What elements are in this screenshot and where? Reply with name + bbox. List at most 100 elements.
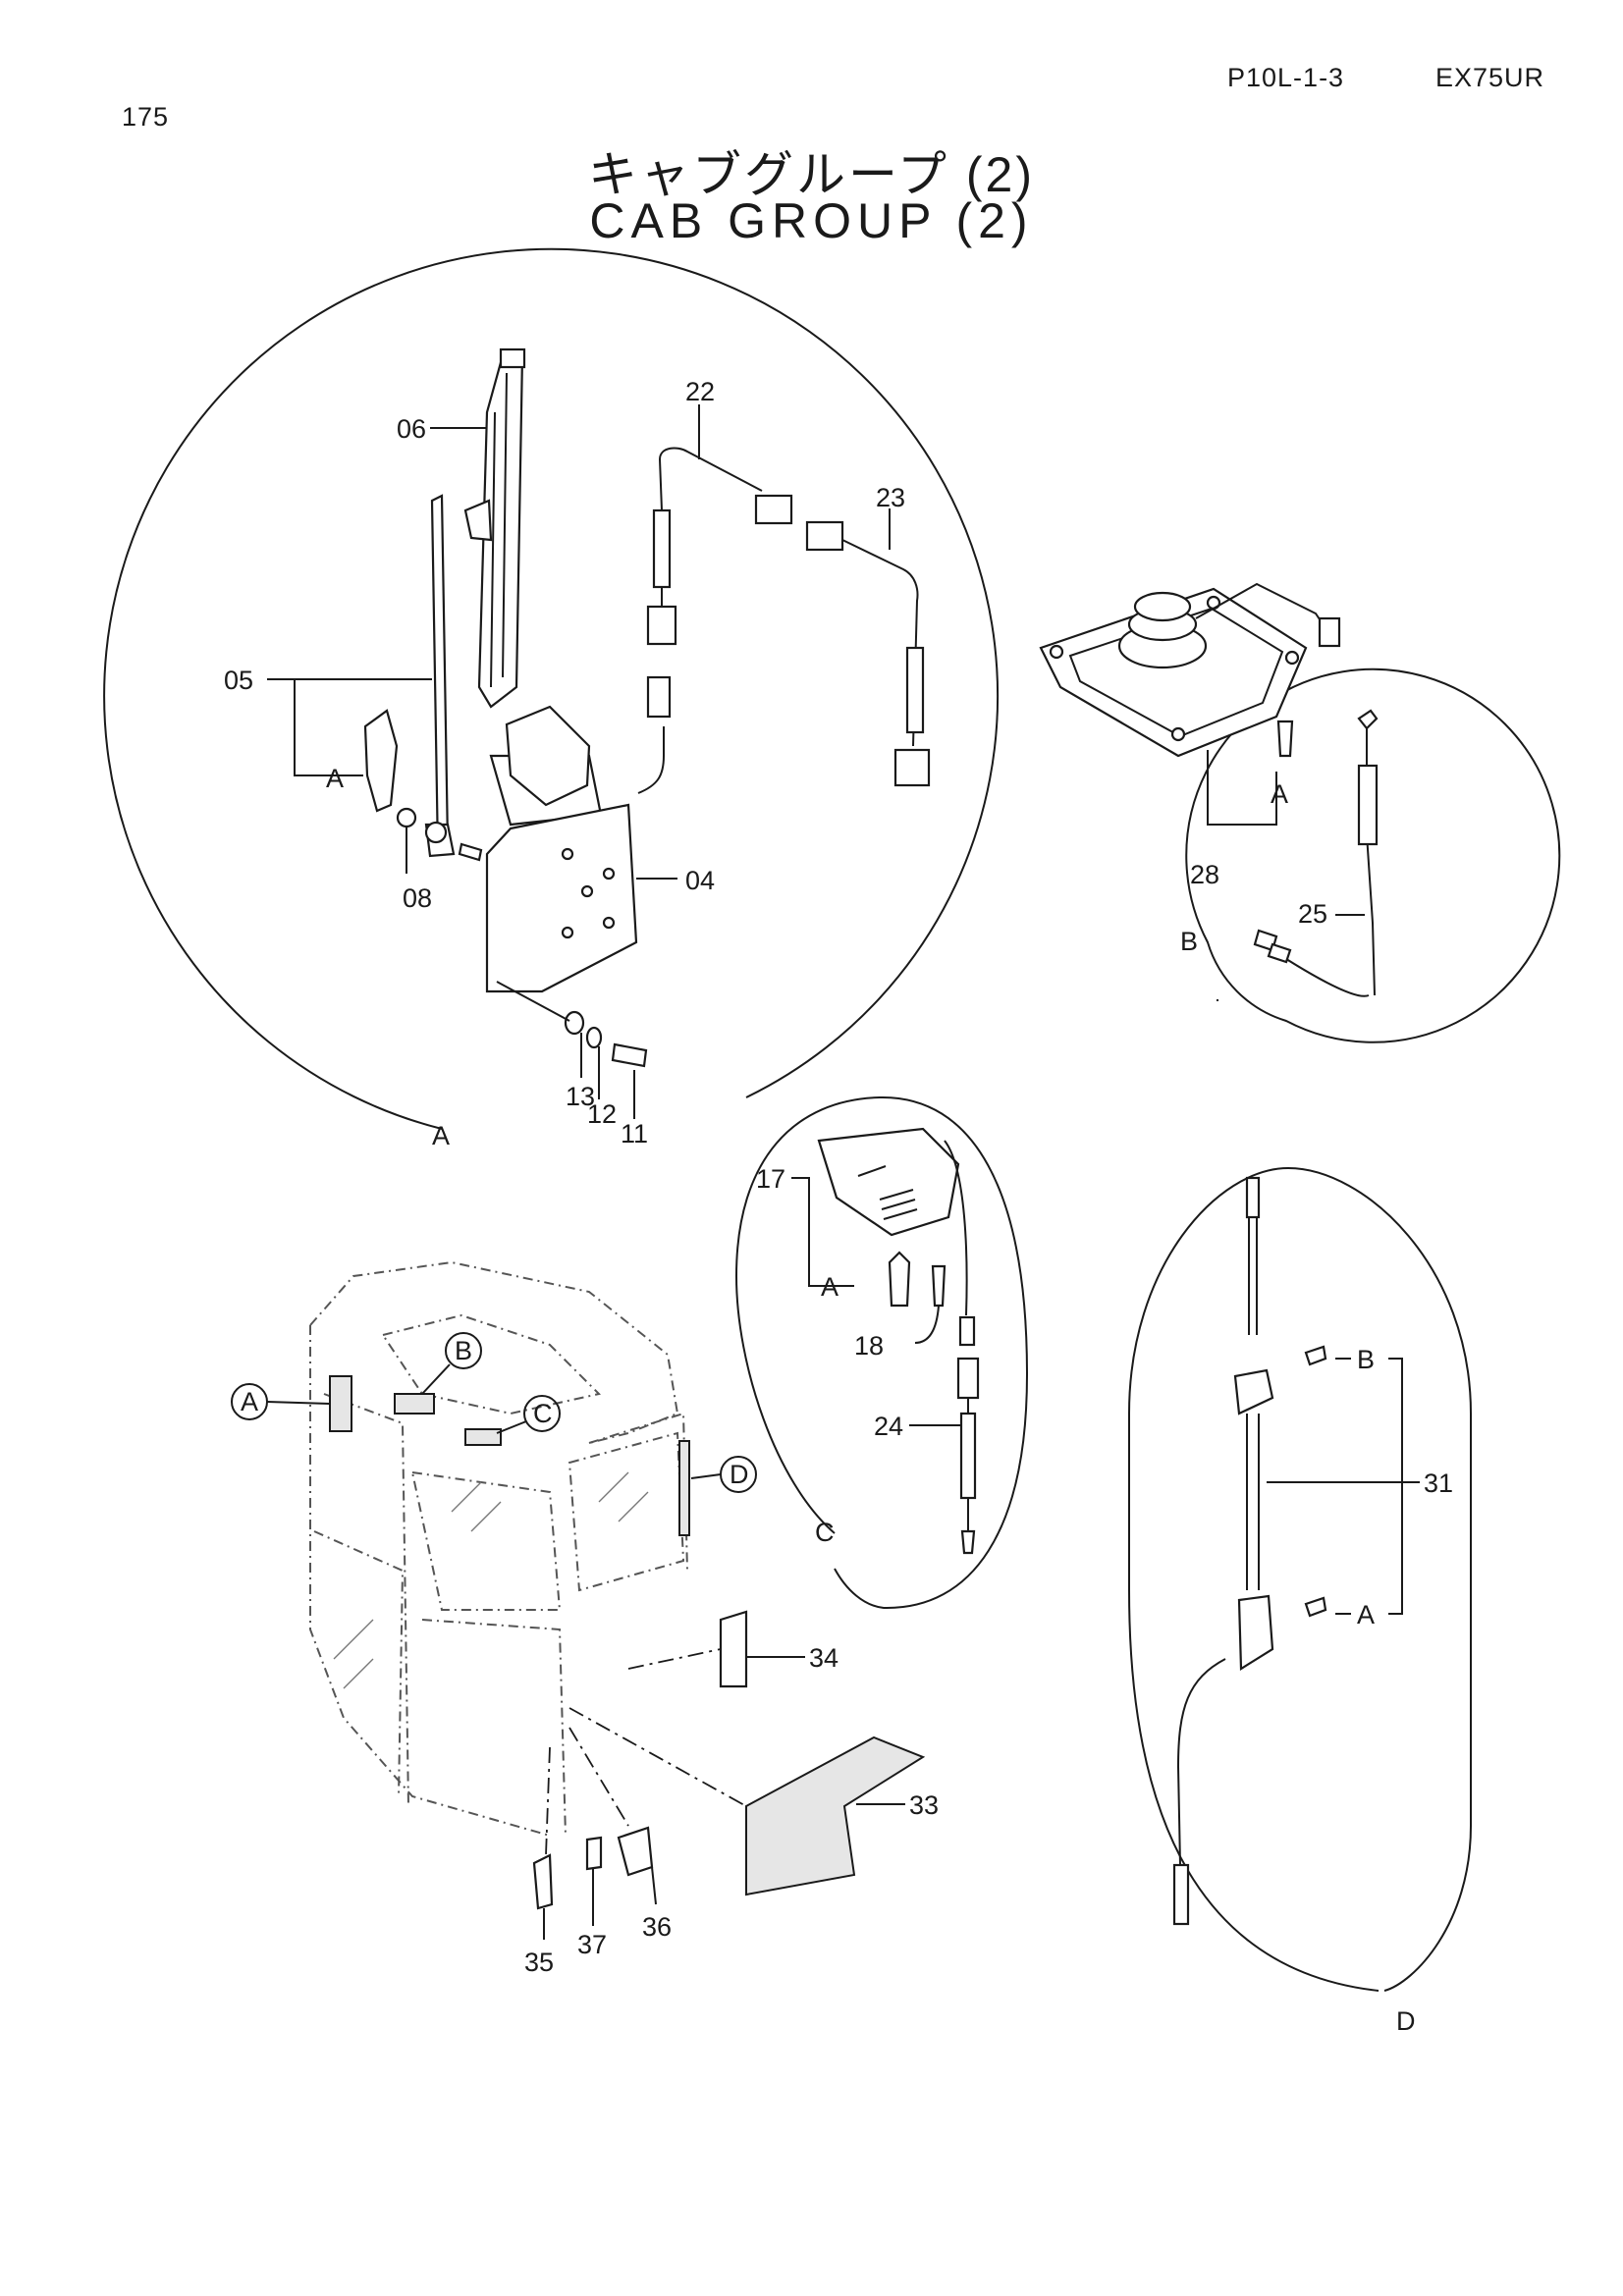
bulb: [888, 1251, 911, 1308]
cab-door: [313, 1530, 567, 1837]
floor-mat: [745, 1735, 926, 1896]
detail-b-boundary: [1185, 667, 1561, 1043]
cab-skylight: [381, 1313, 601, 1415]
cab-callout-b-circle: [445, 1332, 482, 1369]
cab-roof: [309, 1260, 679, 1444]
part-label-17: 17: [756, 1164, 785, 1194]
lamp-connector: [958, 1315, 976, 1347]
part-label-36: 36: [642, 1912, 672, 1942]
cab-left-side: [309, 1325, 551, 1837]
lamp-wire: [944, 1140, 968, 1316]
leader-17: [791, 1177, 854, 1287]
detail-c-label: C: [815, 1518, 835, 1547]
detail-d: D B A 31: [1128, 1166, 1472, 2036]
cab-callout-c: C: [533, 1399, 553, 1428]
page-number: 175: [122, 102, 170, 132]
part-label-31: 31: [1424, 1468, 1453, 1498]
leader-05: [267, 678, 432, 776]
wiper-arm-clip: [463, 499, 493, 542]
antenna-upper-bracket: [1233, 1368, 1274, 1415]
glass-hatch: [333, 1471, 649, 1689]
plate-hole: [1284, 650, 1300, 666]
motor-lead: [637, 726, 665, 794]
sub-ref-a: A: [1357, 1600, 1375, 1629]
cab-callout-d: D: [730, 1460, 749, 1489]
leader-18: [914, 1305, 940, 1344]
part-label-06: 06: [397, 414, 426, 444]
bracket-hole: [602, 867, 616, 881]
bolt-11: [611, 1042, 648, 1068]
wiper-arm: [430, 494, 450, 857]
detail-b-label: B: [1180, 927, 1198, 956]
antenna-tip: [1245, 1176, 1261, 1219]
sub-ref-a: A: [821, 1272, 839, 1302]
antenna-lower-bracket: [1237, 1594, 1274, 1671]
cab-side-window: [568, 1431, 685, 1592]
sub-ref-a: A: [326, 764, 344, 793]
detail-d-label: D: [1396, 2006, 1416, 2036]
title-english: CAB GROUP (2): [589, 193, 1034, 248]
leader-36: [651, 1866, 657, 1905]
lamp-screw: [931, 1264, 947, 1308]
detail-c-boundary: [734, 1095, 1029, 1610]
antenna-screw-a: [1304, 1596, 1327, 1618]
detail-a-boundary: [103, 247, 1000, 1130]
sub-ref-a: A: [1271, 779, 1288, 809]
cab-callout-c-circle: [523, 1395, 561, 1432]
harness-24-end: [960, 1529, 976, 1555]
lamp-connector: [1318, 616, 1341, 648]
cab-pillars: [323, 1393, 688, 1807]
antenna-screw-b: [1304, 1345, 1327, 1366]
lamp-grille: [879, 1189, 918, 1220]
connector-22: [754, 494, 793, 525]
plate-hole: [1049, 644, 1064, 660]
connector-male: [646, 675, 672, 719]
bracket-hole: [602, 916, 616, 930]
lamp-base-plate: [1039, 587, 1308, 758]
part-label-28: 28: [1190, 860, 1219, 889]
cab-wiper: [329, 1375, 352, 1432]
part-label-23: 23: [876, 483, 905, 512]
leader-bracket: [1335, 1358, 1403, 1615]
lamp-dome-top: [1133, 591, 1192, 622]
part-label-13: 13: [566, 1082, 595, 1111]
assembly-chain-lines: [545, 1648, 747, 1856]
catalog-code: P10L-1-3: [1227, 63, 1345, 92]
wiper-blade-tip: [499, 347, 526, 369]
washer: [424, 821, 448, 844]
harness-24-socket: [956, 1357, 980, 1400]
wiper-cover-clip: [363, 709, 399, 813]
terminal: [1357, 709, 1379, 730]
cab-callout-a: A: [241, 1387, 258, 1416]
bolt-axis: [496, 981, 570, 1022]
harness-22-sleeve: [652, 508, 672, 589]
part-label-11: 11: [621, 1119, 648, 1148]
plate-37: [585, 1836, 603, 1871]
cab-callout-leaders: [266, 1363, 722, 1479]
antenna-cable: [1176, 1658, 1226, 1866]
wiper-motor: [505, 705, 591, 807]
bracket-36: [617, 1826, 654, 1877]
harness-24-sleeve: [959, 1412, 977, 1500]
pivot-shaft: [458, 842, 483, 862]
connector-23-end: [893, 748, 931, 787]
part-label-18: 18: [854, 1331, 884, 1361]
connector-23: [805, 520, 844, 552]
lamp-screw: [1276, 720, 1294, 758]
harness-23-sleeve: [905, 646, 925, 734]
cab-lamp-b: [394, 1393, 435, 1415]
part-label-22: 22: [685, 377, 715, 406]
part-label-37: 37: [577, 1930, 607, 1959]
part-label-25: 25: [1298, 899, 1327, 929]
cab-overview: A B C D 34 33 35 37 36: [231, 1260, 939, 1977]
washer-13: [564, 1010, 585, 1036]
bracket-hole: [561, 926, 574, 939]
motor-bracket: [485, 803, 638, 993]
part-label-34: 34: [809, 1643, 839, 1673]
part-label-05: 05: [224, 666, 253, 695]
harness-23: [841, 539, 919, 747]
part-label-08: 08: [403, 883, 432, 913]
washer-12: [585, 1026, 603, 1049]
antenna-plug: [1172, 1863, 1190, 1926]
